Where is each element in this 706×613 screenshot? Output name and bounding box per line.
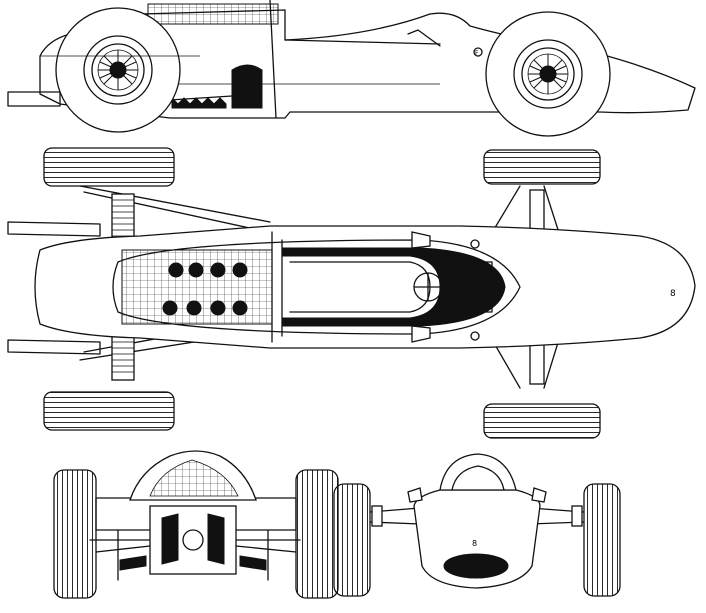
top-rear-wheel-right	[43, 391, 175, 431]
rear-driveshafts	[95, 545, 297, 553]
front-mirror-left	[407, 487, 423, 503]
side-rear-wheel	[55, 7, 181, 133]
rear-wheel-left	[53, 469, 97, 599]
top-mirror-left	[411, 231, 431, 249]
top-rear-suspension-arms	[79, 185, 271, 361]
top-windscreen-frame	[455, 261, 493, 313]
front-radiator-intake	[443, 553, 509, 579]
side-firewall-line	[269, 0, 277, 119]
rear-gearbox-detail	[161, 513, 225, 565]
top-dashboard	[445, 257, 457, 317]
side-view: F	[7, 0, 696, 137]
top-rear-spring-right	[111, 329, 135, 381]
top-fuel-cap-icon-right	[470, 331, 480, 341]
side-cowl-line	[284, 39, 441, 45]
front-wishbones	[369, 507, 585, 525]
rear-engine-mesh	[149, 459, 239, 497]
rear-uprights	[117, 529, 269, 581]
side-badge-icon	[473, 47, 483, 57]
top-exhaust-left	[7, 221, 101, 237]
front-mirror-right	[531, 487, 547, 503]
top-intake-trumpets	[162, 262, 248, 316]
front-view: 8	[333, 453, 621, 597]
side-exhaust-pipes	[171, 96, 227, 109]
side-windscreen	[407, 29, 441, 47]
rear-wheel-right	[295, 469, 339, 599]
top-rear-wheel-left	[43, 147, 175, 187]
side-front-wheel	[485, 11, 611, 137]
front-upright-left	[371, 505, 383, 527]
front-race-number: 8	[472, 539, 477, 548]
front-windscreen	[439, 453, 517, 491]
rear-exhaust-tips	[119, 555, 267, 571]
front-upright-right	[571, 505, 583, 527]
exhaust-pipe	[7, 91, 61, 107]
top-view: 8	[7, 147, 696, 439]
rear-view	[53, 450, 339, 599]
top-steering-spokes	[413, 272, 443, 302]
top-mirror-right	[411, 325, 431, 343]
top-race-number: 8	[670, 289, 676, 299]
front-wheel-right	[583, 483, 621, 597]
side-badge-text: F	[475, 50, 479, 57]
front-driver-helmet-outline	[451, 465, 505, 491]
top-front-wheel-left	[483, 149, 601, 185]
top-fuel-cap-icon	[470, 239, 480, 249]
side-exhaust	[169, 95, 233, 101]
top-front-suspension	[489, 185, 561, 389]
side-radiator-intake	[231, 64, 263, 109]
top-exhaust-right	[7, 339, 101, 355]
side-engine-cover-mesh	[147, 3, 279, 25]
front-wheel-left	[333, 483, 371, 597]
rear-differential-icon	[182, 529, 204, 551]
top-front-wheel-right	[483, 403, 601, 439]
